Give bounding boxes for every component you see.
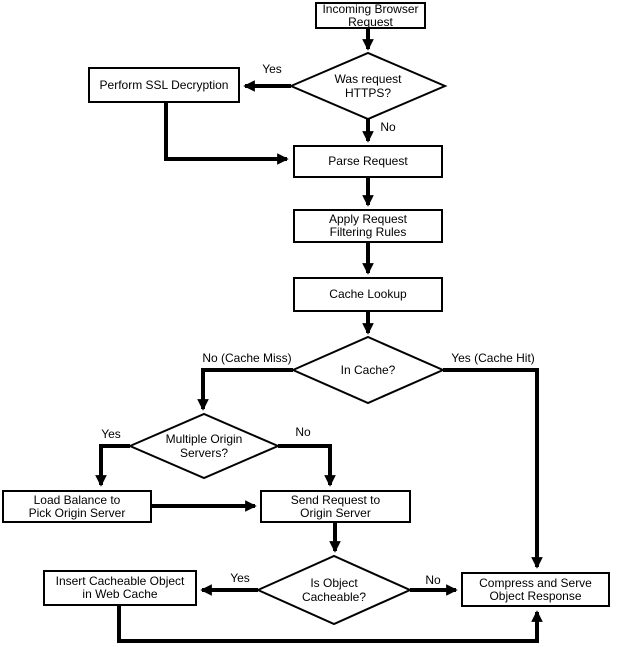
decision-multiple-origin-servers	[127, 412, 281, 480]
decision-label-multiple-origin-servers: Multiple Origin Servers?	[165, 432, 243, 460]
node-incoming-browser-request: Incoming Browser Request	[315, 2, 426, 29]
node-send-request-to-origin-server: Send Request to Origin Server	[260, 490, 411, 523]
decision-was-request-https	[288, 51, 448, 121]
flow-edges	[95, 28, 543, 643]
node-load-balance-to-pick-origin-server: Load Balance to Pick Origin Server	[2, 490, 152, 523]
node-perform-ssl-decryption: Perform SSL Decryption	[88, 67, 240, 103]
node-compress-and-serve: Compress and Serve Object Response	[461, 572, 610, 607]
edge-label-cacheable-yes: Yes	[230, 571, 250, 585]
edge-origins-yes-to-loadbalance	[95, 444, 130, 487]
edge-label-cache-miss: No (Cache Miss)	[202, 351, 292, 365]
edge-origins-no-to-sendrequest	[278, 444, 336, 487]
edge-label-origin-yes: Yes	[101, 427, 121, 441]
decision-label-is-object-cacheable: Is Object Cacheable?	[301, 576, 367, 604]
edge-cache-miss-to-origins	[197, 368, 293, 411]
edge-label-cacheable-no: No	[425, 573, 441, 587]
edge-insert-to-compress	[117, 606, 543, 643]
node-parse-request: Parse Request	[293, 145, 443, 178]
decision-is-object-cacheable	[255, 554, 413, 626]
node-insert-cacheable-object: Insert Cacheable Object in Web Cache	[43, 570, 197, 606]
edge-label-https-no: No	[380, 120, 396, 134]
decision-in-cache	[290, 335, 446, 405]
decision-diamonds	[127, 51, 448, 626]
node-apply-request-filtering-rules: Apply Request Filtering Rules	[293, 209, 443, 243]
edge-ssl-to-parse	[164, 103, 289, 165]
decision-label-in-cache: In Cache?	[340, 363, 396, 377]
decision-label-was-request-https: Was request HTTPS?	[334, 72, 402, 100]
edge-label-cache-hit: Yes (Cache Hit)	[451, 351, 535, 365]
edge-label-https-yes: Yes	[262, 62, 282, 76]
edge-label-origin-no: No	[295, 425, 311, 439]
edge-cache-hit-to-compress	[443, 368, 543, 569]
node-cache-lookup: Cache Lookup	[293, 277, 443, 312]
